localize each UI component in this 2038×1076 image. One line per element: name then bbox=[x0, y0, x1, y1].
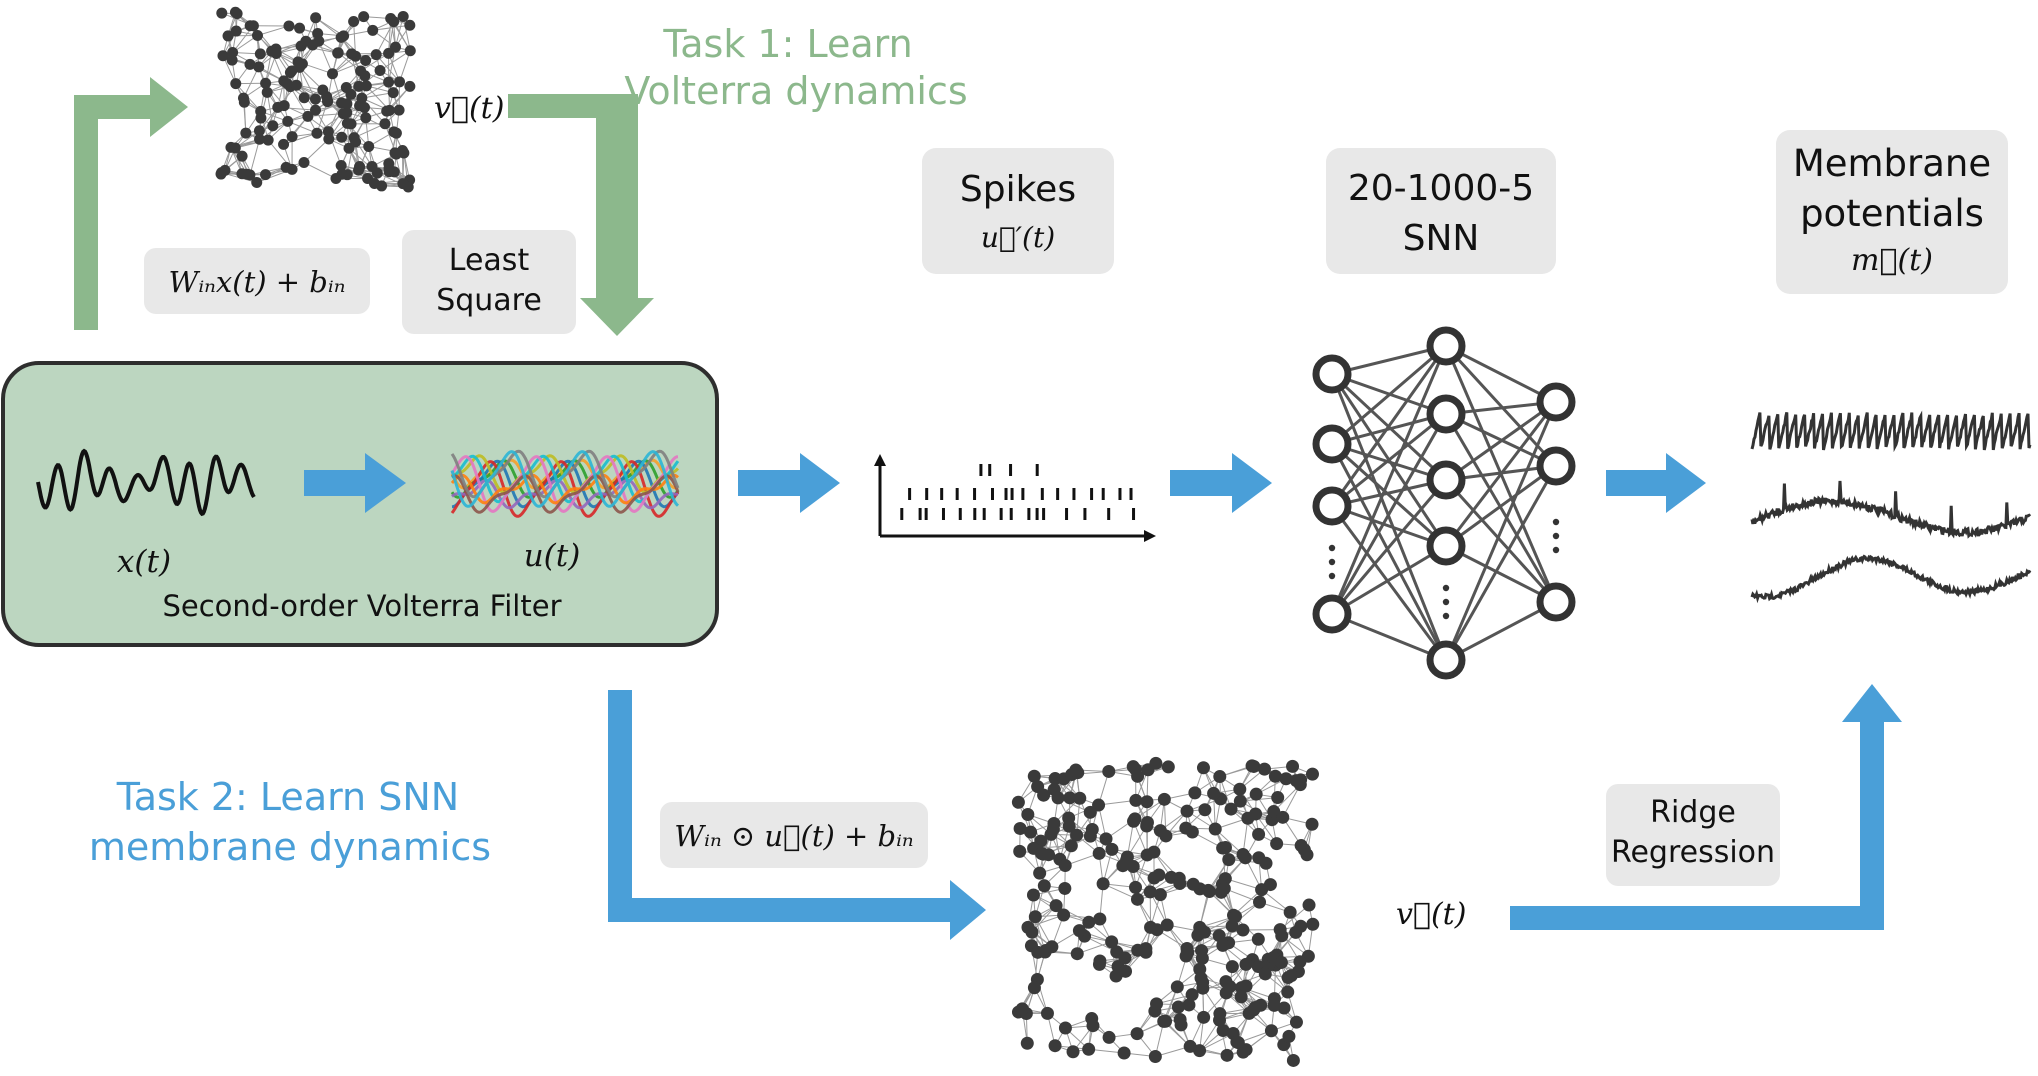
hadamard-projection-box bbox=[660, 802, 928, 868]
spike-raster-ticks bbox=[900, 464, 1136, 520]
least-square-line2: Square bbox=[436, 283, 542, 318]
snn-neurons bbox=[1312, 326, 1576, 680]
v-label-top: v⃗(t) bbox=[434, 91, 504, 126]
snn-ellipsis-dots bbox=[1328, 518, 1560, 620]
task1-feedback-arrow bbox=[74, 77, 654, 336]
arrow-spikes-to-snn bbox=[1170, 453, 1272, 513]
volterra-filter-box bbox=[1, 361, 719, 647]
least-square-box bbox=[402, 230, 576, 334]
spikes-symbol: u⃗′(t) bbox=[981, 221, 1055, 254]
task2-forward-arrow bbox=[608, 690, 986, 940]
membrane-symbol: m⃗(t) bbox=[1851, 243, 1933, 278]
volterra-output-u bbox=[450, 449, 680, 518]
spike-raster-plot bbox=[874, 454, 1156, 542]
membrane-title-line1: Membrane bbox=[1793, 142, 1991, 185]
hadamard-projection-label: Wᵢₙ ⊙ u⃗(t) + bᵢₙ bbox=[674, 819, 913, 853]
snn-title-line1: 20-1000-5 bbox=[1348, 168, 1534, 209]
arrow-x-to-u bbox=[304, 453, 406, 513]
network-nodes bbox=[1011, 756, 1320, 1067]
snn-box bbox=[1326, 148, 1556, 274]
input-projection-label: Wᵢₙx(t) + bᵢₙ bbox=[169, 265, 346, 299]
snn-title-line2: SNN bbox=[1403, 218, 1480, 259]
spikes-title: Spikes bbox=[960, 169, 1076, 210]
volterra-filter-label: Second-order Volterra Filter bbox=[162, 589, 561, 623]
task1-title-line1: Task 1: Learn bbox=[662, 22, 912, 66]
task2-title-line2: membrane dynamics bbox=[89, 825, 491, 869]
snn-edges bbox=[1330, 344, 1558, 662]
ridge-line1: Ridge bbox=[1650, 795, 1736, 830]
ridge-regression-box bbox=[1606, 784, 1780, 886]
task2-title-line1: Task 2: Learn SNN bbox=[116, 775, 459, 819]
snn-network-graphic bbox=[1312, 326, 1576, 680]
membrane-box bbox=[1776, 130, 2008, 294]
u-label: u(t) bbox=[524, 538, 581, 574]
task2-readout-arrow bbox=[1510, 684, 1902, 930]
reservoir-network-bottom bbox=[1011, 756, 1320, 1067]
input-signal-x bbox=[36, 448, 256, 517]
x-label: x(t) bbox=[117, 544, 171, 580]
reservoir-network-top bbox=[215, 6, 416, 193]
ridge-line2: Regression bbox=[1611, 835, 1775, 870]
membrane-potential-traces bbox=[1750, 410, 2032, 604]
v-label-bottom: v⃗(t) bbox=[1396, 897, 1466, 932]
input-projection-box bbox=[144, 248, 370, 314]
arrow-snn-to-membrane bbox=[1606, 453, 1706, 513]
membrane-title-line2: potentials bbox=[1800, 192, 1984, 235]
task1-title-line2: Volterra dynamics bbox=[624, 69, 967, 113]
network-nodes bbox=[215, 6, 416, 193]
least-square-line1: Least bbox=[449, 243, 530, 278]
arrow-filter-to-spikes bbox=[738, 453, 840, 513]
spikes-box bbox=[922, 148, 1114, 274]
